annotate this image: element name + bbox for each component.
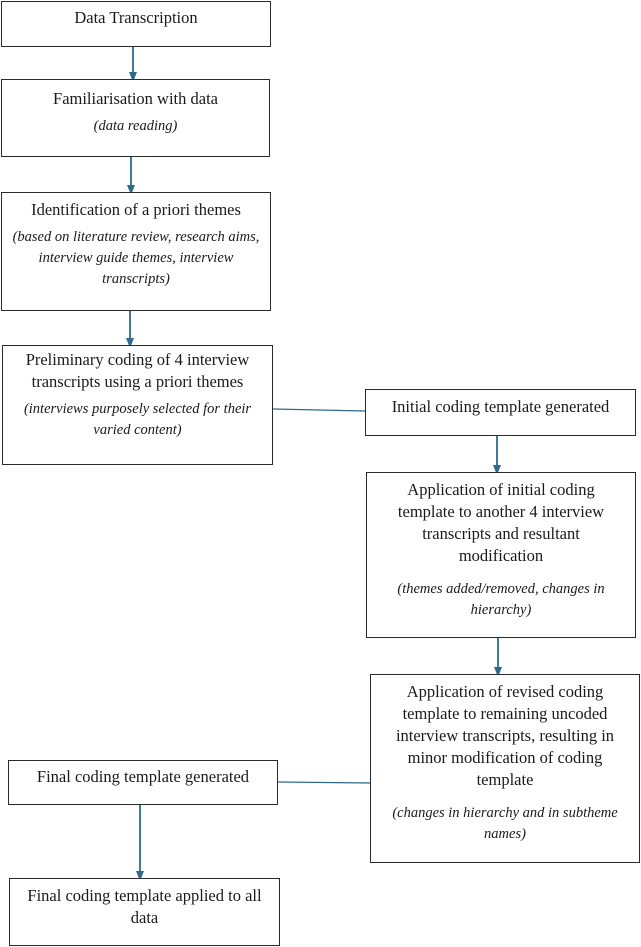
step-preliminary-coding: Preliminary coding of 4 interview transc…: [2, 345, 273, 465]
step-familiarisation-note: (data reading): [93, 118, 178, 134]
line-revised-to-final-template: [277, 781, 371, 784]
step-application-revised-title: Application of revised coding template t…: [395, 682, 615, 789]
step-familiarisation-title: Familiarisation with data: [53, 89, 218, 108]
step-final-template: Final coding template generated: [8, 760, 278, 805]
step-initial-template-title: Initial coding template generated: [391, 397, 610, 416]
step-initial-template: Initial coding template generated: [365, 389, 636, 436]
step-final-applied-title: Final coding template applied to all dat…: [27, 886, 262, 927]
step-preliminary-coding-title: Preliminary coding of 4 interview transc…: [25, 350, 250, 391]
step-application-revised-note: (changes in hierarchy and in subtheme na…: [392, 805, 618, 842]
step-identification-note: (based on literature review, research ai…: [12, 229, 260, 287]
step-identification-title: Identification of a priori themes: [31, 200, 241, 219]
step-application-initial-title: Application of initial coding template t…: [397, 480, 605, 565]
line-preliminary-to-initial-template: [272, 408, 366, 412]
step-identification: Identification of a priori themes (based…: [1, 192, 271, 311]
step-application-revised: Application of revised coding template t…: [370, 674, 640, 863]
step-familiarisation: Familiarisation with data (data reading): [1, 79, 270, 157]
step-final-template-title: Final coding template generated: [36, 767, 250, 786]
step-data-transcription: Data Transcription: [1, 1, 271, 47]
step-application-initial: Application of initial coding template t…: [366, 472, 636, 638]
step-preliminary-coding-note: (interviews purposely selected for their…: [23, 401, 252, 438]
step-data-transcription-title: Data Transcription: [74, 8, 198, 27]
step-final-applied: Final coding template applied to all dat…: [9, 878, 280, 946]
step-application-initial-note: (themes added/removed, changes in hierar…: [397, 581, 605, 618]
